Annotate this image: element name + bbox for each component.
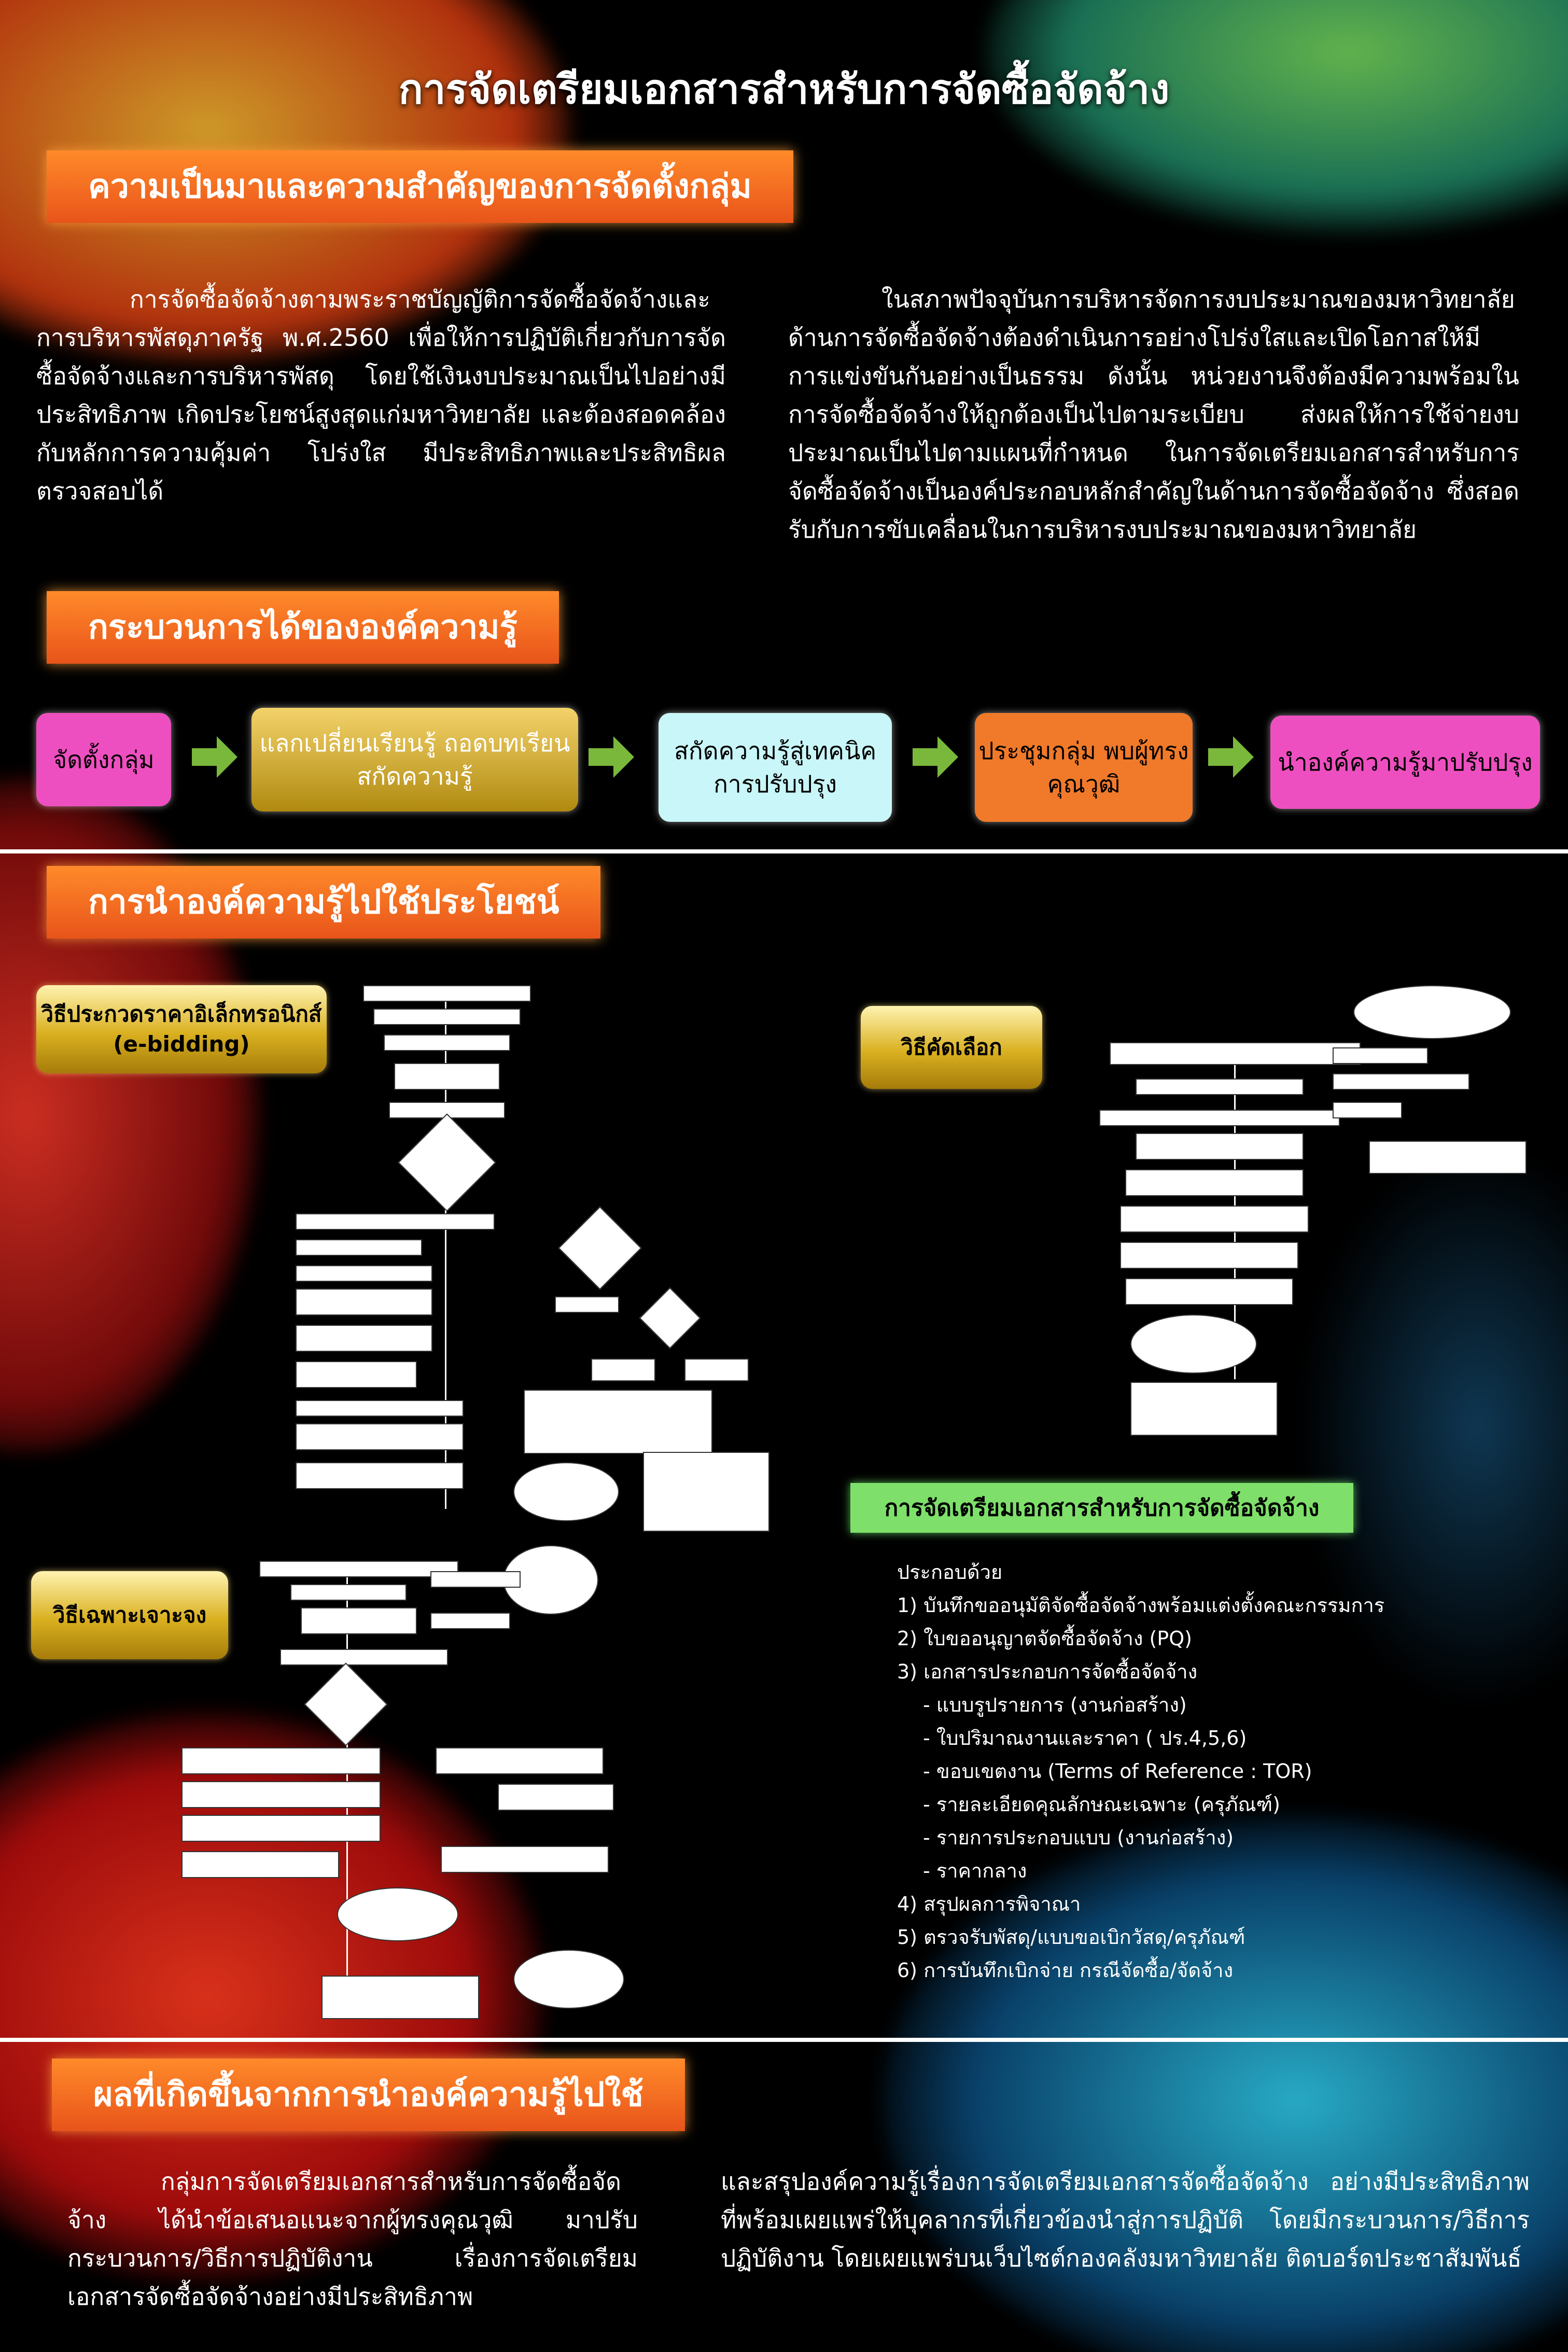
process-step-2: แลกเปลี่ยนเรียนรู้ ถอดบทเรียน สกัดความรู…: [251, 708, 578, 811]
prep-subitem: - ขอบเขตงาน (Terms of Reference : TOR): [923, 1760, 1312, 1783]
section-application-header: การนำองค์ความรู้ไปใช้ประโยชน์: [47, 866, 601, 939]
method-ebidding: วิธีประกวดราคาอิเล็กทรอนิกส์ (e-bidding): [36, 985, 327, 1073]
section-background-header: ความเป็นมาและความสำคัญของการจัดตั้งกลุ่ม: [47, 150, 793, 223]
page-title: การจัดเตรียมเอกสารสำหรับการจัดซื้อจัดจ้า…: [398, 66, 1170, 113]
arrow-right-icon: [192, 736, 237, 778]
prep-item: 5) ตรวจรับพัสดุ/แบบขอเบิกวัสดุ/ครุภัณฑ์: [897, 1926, 1245, 1949]
prep-item: 1) บันทึกขออนุมัติจัดซื้อจัดจ้างพร้อมแต่…: [897, 1594, 1385, 1617]
method-selection: วิธีคัดเลือก: [861, 1006, 1042, 1089]
divider: [0, 849, 1568, 853]
method-specific: วิธีเฉพาะเจาะจง: [31, 1571, 228, 1659]
process-step-1: จัดตั้งกลุ่ม: [36, 713, 171, 806]
section-results-header: ผลที่เกิดขึ้นจากการนำองค์ความรู้ไปใช้: [52, 2059, 685, 2131]
background-right-text: ในสภาพปัจจุบันการบริหารจัดการงบประมาณของ…: [788, 285, 1519, 543]
prep-subitem: - รายละเอียดคุณลักษณะเฉพาะ (ครุภัณฑ์): [923, 1793, 1281, 1816]
divider: [0, 2038, 1568, 2042]
process-step-5: นำองค์ความรู้มาปรับปรุง: [1270, 716, 1540, 809]
prep-subitem: - ใบปริมาณงานและราคา ( ปร.4,5,6): [923, 1727, 1247, 1749]
prep-intro: ประกอบด้วย: [897, 1561, 1003, 1584]
process-step-4: ประชุมกลุ่ม พบผู้ทรงคุณวุฒิ: [975, 713, 1193, 822]
background-left-text: การจัดซื้อจัดจ้างตามพระราชบัญญัติการจัดซ…: [36, 285, 726, 505]
prep-list: ประกอบด้วย 1) บันทึกขออนุมัติจัดซื้อจัดจ…: [897, 1556, 1384, 1987]
prep-subitem: - ราคากลาง: [923, 1859, 1027, 1882]
prep-subitem: - แบบรูปรายการ (งานก่อสร้าง): [923, 1693, 1187, 1716]
process-step-3: สกัดความรู้สู่เทคนิค การปรับปรุง: [659, 713, 892, 822]
arrow-right-icon: [1208, 736, 1254, 778]
prep-subitem: - รายการประกอบแบบ (งานก่อสร้าง): [923, 1826, 1234, 1849]
prep-item: 6) การบันทึกเบิกจ่าย กรณีจัดซื้อ/จัดจ้าง: [897, 1959, 1234, 1982]
arrow-right-icon: [589, 736, 634, 778]
results-left-text: กลุ่มการจัดเตรียมเอกสารสำหรับการจัดซื้อจ…: [67, 2167, 638, 2311]
section-process-header: กระบวนการได้ขององค์ความรู้: [47, 591, 559, 664]
prep-item: 3) เอกสารประกอบการจัดซื้อจัดจ้าง: [897, 1660, 1198, 1683]
results-right-text: และสรุปองค์ความรู้เรื่องการจัดเตรียมเอกส…: [721, 2167, 1530, 2272]
prep-header: การจัดเตรียมเอกสารสำหรับการจัดซื้อจัดจ้า…: [850, 1483, 1353, 1533]
prep-item: 2) ใบขออนุญาตจัดซื้อจัดจ้าง (PQ): [897, 1627, 1192, 1650]
arrow-right-icon: [913, 736, 958, 778]
prep-item: 4) สรุปผลการพิจาณา: [897, 1893, 1081, 1915]
